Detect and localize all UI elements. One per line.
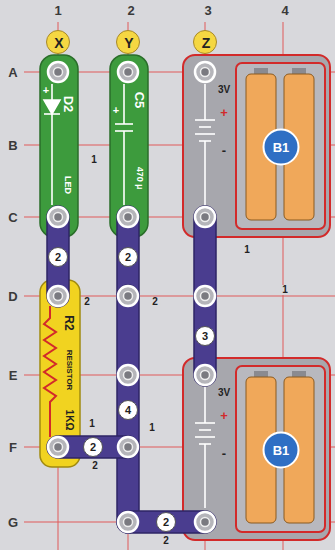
level-number: 2 xyxy=(90,461,100,471)
level-number: 1 xyxy=(147,423,157,433)
part-label: + xyxy=(220,409,228,422)
part-label: X xyxy=(54,36,63,50)
wire-2: 2 xyxy=(47,436,139,458)
part-label: Z xyxy=(202,36,211,50)
part-label: 470 µ xyxy=(135,167,144,190)
part-label: D2 xyxy=(62,96,75,113)
column-number: 3 xyxy=(204,4,211,17)
level-number: 2 xyxy=(150,297,160,307)
row-letter: D xyxy=(8,290,17,303)
wire-length-number: 2 xyxy=(48,247,68,267)
part-label: + xyxy=(43,85,49,96)
wire-length-number: 2 xyxy=(156,512,176,532)
row-letter: G xyxy=(8,516,18,529)
capacitor-part: C5 +470 µ xyxy=(110,55,148,237)
wire-length-number: 3 xyxy=(195,326,215,346)
column-number: 4 xyxy=(281,4,288,17)
row-letter: E xyxy=(9,369,18,382)
resistor-part: R2RESISTOR 1KΩ xyxy=(40,280,80,467)
part-label: - xyxy=(222,447,226,460)
level-number: 1 xyxy=(280,285,290,295)
part-label: 3V xyxy=(218,388,230,398)
battery-holder: 3V + - B1 xyxy=(183,358,330,540)
row-letter: B xyxy=(8,139,17,152)
part-label: RESISTOR xyxy=(65,350,73,391)
column-marker: X xyxy=(46,30,70,54)
part-label: 3V xyxy=(218,85,230,95)
wire-length-number: 2 xyxy=(83,437,103,457)
wire-length-number: 4 xyxy=(118,400,138,420)
part-label: + xyxy=(113,105,119,116)
part-label: 1KΩ xyxy=(64,410,74,431)
part-label: LED xyxy=(63,176,72,194)
part-label: C5 xyxy=(133,92,146,109)
row-letter: A xyxy=(8,66,17,79)
level-number: 2 xyxy=(161,536,171,546)
part-label: Y xyxy=(124,36,133,50)
battery-holder: 3V + - B1 xyxy=(183,55,330,237)
level-number: 1 xyxy=(87,419,97,429)
part-badge: B1 xyxy=(263,432,300,469)
level-number: 2 xyxy=(82,297,92,307)
wire-length-number: 2 xyxy=(118,247,138,267)
level-number: 1 xyxy=(242,245,252,255)
row-letter: C xyxy=(8,211,17,224)
part-label: + xyxy=(220,106,228,119)
wire-2: 2 xyxy=(47,206,69,307)
column-number: 2 xyxy=(127,4,134,17)
row-letter: F xyxy=(9,441,17,454)
column-marker: Y xyxy=(116,30,140,54)
level-number: 1 xyxy=(89,155,99,165)
column-number: 1 xyxy=(54,4,61,17)
part-label: R2 xyxy=(63,315,75,330)
part-label: - xyxy=(222,144,226,157)
wire-2: 2 xyxy=(117,206,139,307)
column-marker: Z xyxy=(193,30,217,54)
wire-2: 2 xyxy=(117,511,216,533)
wire-4: 4 xyxy=(117,285,139,533)
part-badge: B1 xyxy=(263,129,300,166)
wire-3: 3 xyxy=(194,206,216,386)
led-part: D2 + LED xyxy=(40,55,78,237)
